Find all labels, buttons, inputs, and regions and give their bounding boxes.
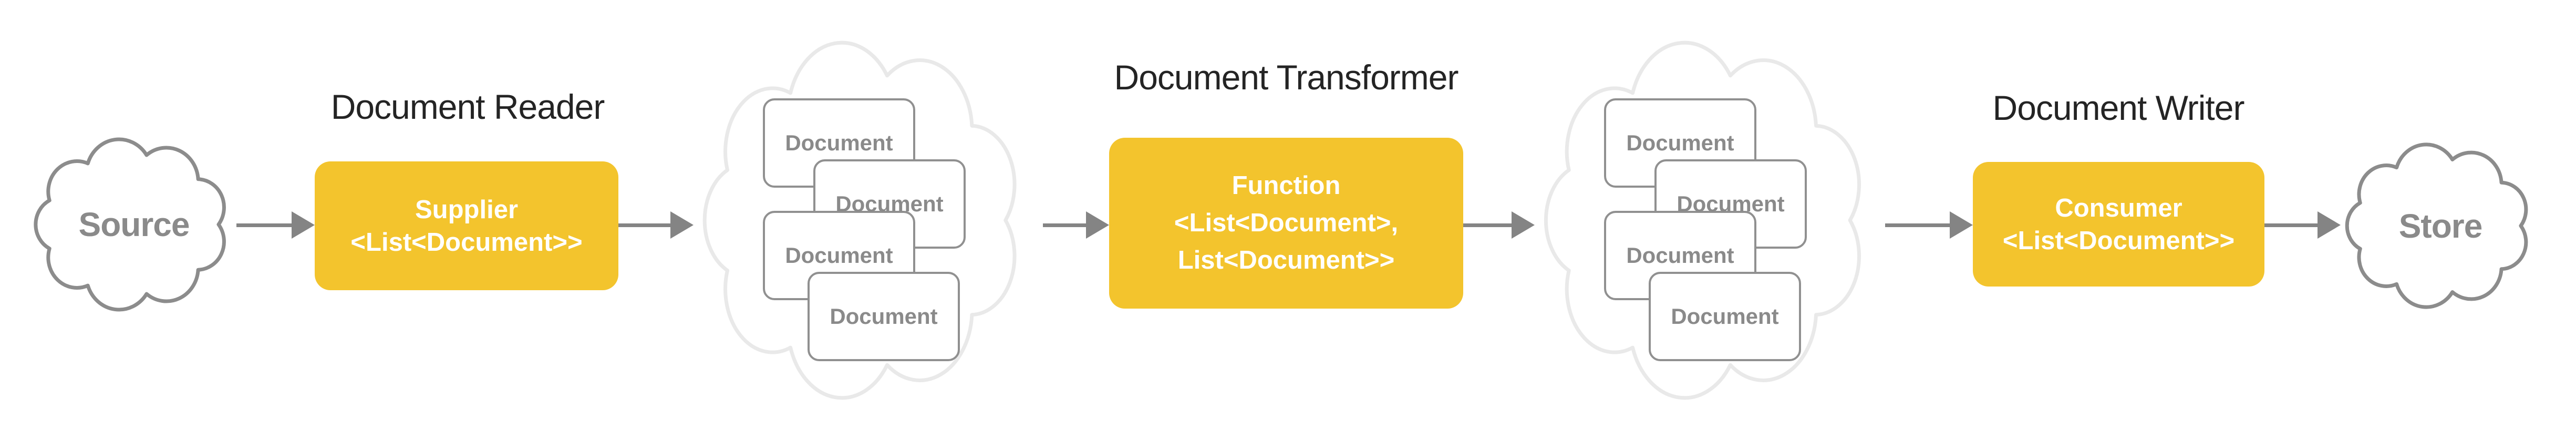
source-cloud: Source <box>29 138 239 311</box>
arrow-head-icon <box>292 211 315 239</box>
arrow-line <box>236 223 292 227</box>
title-document-writer: Document Writer <box>1992 88 2245 127</box>
arrow-line <box>618 223 670 227</box>
transformer-function-box: Function <List<Document>, List<Document>… <box>1109 138 1463 309</box>
document-card <box>808 272 960 361</box>
arrow-head-icon <box>1512 211 1535 239</box>
cloud-icon <box>29 138 239 311</box>
store-cloud: Store <box>2341 143 2540 309</box>
flow-arrow-source-to-reader <box>236 211 315 239</box>
consumer-box-line1: Consumer <box>2055 193 2182 222</box>
writer-consumer-box: Consumer <List<Document>> <box>1973 162 2264 287</box>
title-document-reader: Document Reader <box>330 87 605 126</box>
supplier-box-line2: <List<Document>> <box>350 228 583 257</box>
supplier-box-line1: Supplier <box>415 195 519 224</box>
flow-arrow-documents-to-transformer <box>1043 211 1109 239</box>
arrow-head-icon <box>670 211 694 239</box>
flow-arrow-writer-to-store <box>2264 211 2341 239</box>
flow-arrow-reader-to-documents <box>618 211 694 239</box>
reader-supplier-box: Supplier <List<Document>> <box>315 161 618 290</box>
function-box-line1: Function <box>1232 171 1341 200</box>
store-label: Store <box>2398 207 2483 245</box>
flow-arrow-documents-to-writer <box>1885 211 1973 239</box>
arrow-line <box>1043 223 1086 227</box>
function-box-line2: <List<Document>, <box>1174 209 1399 237</box>
arrow-line <box>1885 223 1950 227</box>
cloud-icon <box>2341 143 2540 309</box>
arrow-head-icon <box>1950 211 1973 239</box>
source-label: Source <box>78 206 190 243</box>
consumer-box-line2: <List<Document>> <box>2002 226 2235 255</box>
arrow-head-icon <box>2318 211 2341 239</box>
arrow-head-icon <box>1086 211 1109 239</box>
arrow-line <box>1463 223 1512 227</box>
flow-arrow-transformer-to-documents <box>1463 211 1535 239</box>
function-box-line3: List<Document>> <box>1177 246 1395 274</box>
arrow-line <box>2264 223 2318 227</box>
document-card <box>1649 272 1801 361</box>
title-document-transformer: Document Transformer <box>1114 58 1459 97</box>
